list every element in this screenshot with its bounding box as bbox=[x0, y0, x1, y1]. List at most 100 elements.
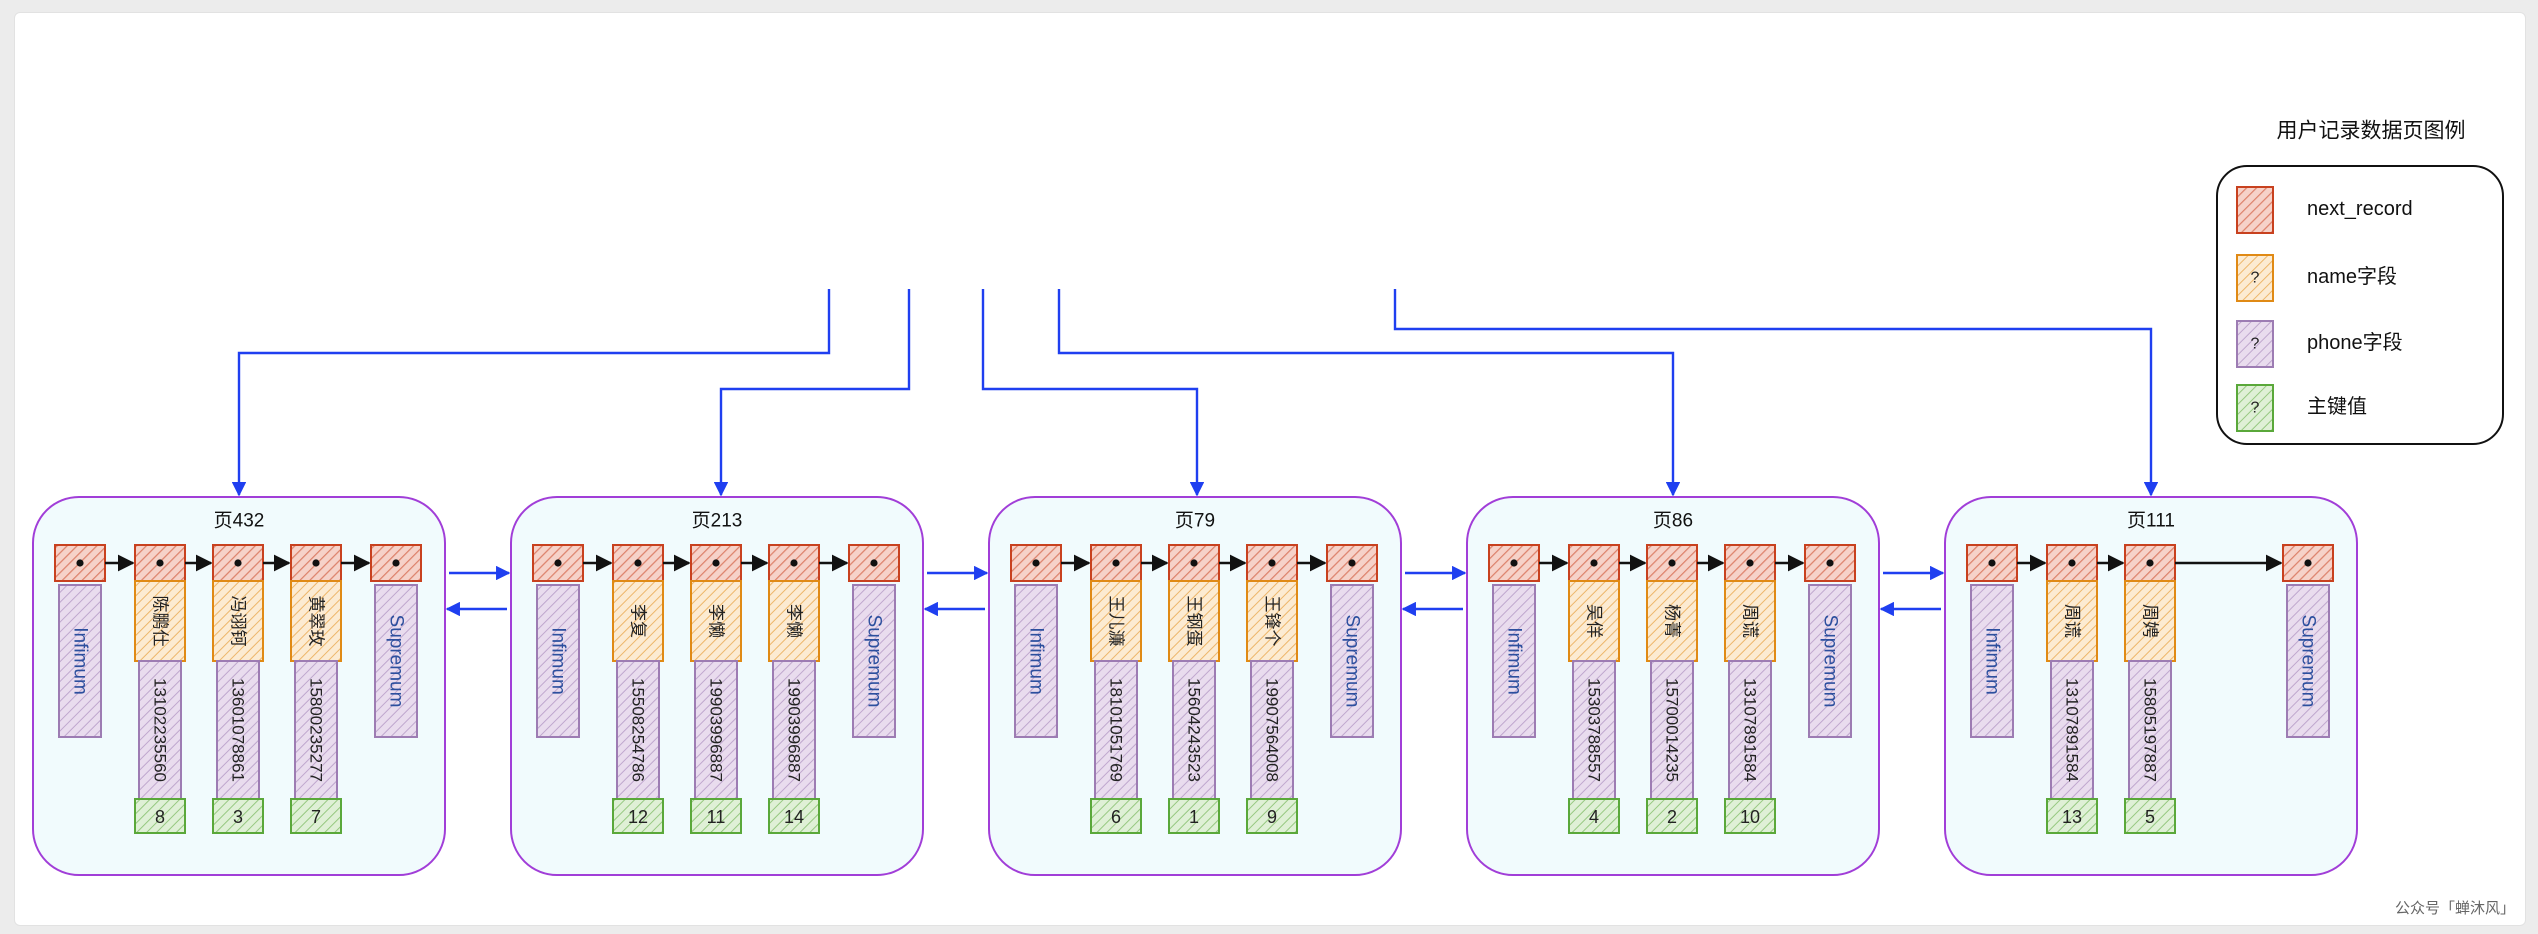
index-links bbox=[231, 289, 2159, 497]
next-record-pointer bbox=[1168, 544, 1220, 582]
watermark: 公众号「蝉沐风」 bbox=[2395, 900, 2515, 917]
data-page: 页86Infimum吴佯153037885574杨菁157000142352周谎… bbox=[1466, 496, 1880, 876]
pointer-dot bbox=[1826, 559, 1834, 567]
sentinel-record bbox=[536, 584, 580, 738]
sentinel-record bbox=[1014, 584, 1058, 738]
pointer-dot bbox=[1590, 559, 1598, 567]
name-field bbox=[1168, 580, 1220, 662]
name-field bbox=[1646, 580, 1698, 662]
legend-label: 主键值 bbox=[2307, 395, 2367, 418]
pointer-dot bbox=[634, 559, 642, 567]
legend-label: phone字段 bbox=[2307, 331, 2403, 354]
name-value: 王儿濂 bbox=[1107, 596, 1126, 647]
pointer-dot bbox=[312, 559, 320, 567]
pointer-dot bbox=[2146, 559, 2154, 567]
primary-key-value: 7 bbox=[311, 807, 321, 827]
sentinel-record bbox=[1808, 584, 1852, 738]
phone-field bbox=[2050, 660, 2094, 800]
infimum-label: Infimum bbox=[1026, 627, 1047, 695]
pointer-dot bbox=[712, 559, 720, 567]
primary-key bbox=[768, 798, 820, 834]
primary-key bbox=[612, 798, 664, 834]
name-field bbox=[612, 580, 664, 662]
supremum-label: Supremum bbox=[1342, 615, 1363, 708]
phone-value: 15800235277 bbox=[307, 678, 326, 782]
phone-value: 19903996887 bbox=[785, 678, 804, 782]
pointer-dot bbox=[1746, 559, 1754, 567]
phone-field bbox=[772, 660, 816, 800]
legend-swatch-key bbox=[2236, 384, 2274, 432]
pointer-dot bbox=[392, 559, 400, 567]
legend-glyph: ? bbox=[2251, 270, 2260, 287]
infimum-label: Infimum bbox=[1504, 627, 1525, 695]
pointer-dot bbox=[1348, 559, 1356, 567]
sentinel-record bbox=[374, 584, 418, 738]
legend-glyph: ? bbox=[2251, 336, 2260, 353]
legend-label: next_record bbox=[2307, 198, 2413, 220]
phone-value: 13601078861 bbox=[229, 678, 248, 782]
name-field bbox=[1246, 580, 1298, 662]
pointer-dot bbox=[2068, 559, 2076, 567]
pointer-dot bbox=[554, 559, 562, 567]
name-value: 冯诩钶 bbox=[229, 596, 248, 647]
infimum-label: Infimum bbox=[1982, 627, 2003, 695]
phone-value: 13102235560 bbox=[151, 678, 170, 782]
name-value: 陈鹏仕 bbox=[151, 596, 170, 647]
primary-key bbox=[2124, 798, 2176, 834]
data-page: 页111Infimum周谎1310789158413周娉158051978875… bbox=[1944, 496, 2358, 876]
phone-field bbox=[1172, 660, 1216, 800]
pointer-dot bbox=[1988, 559, 1996, 567]
name-value: 李懒 bbox=[707, 604, 726, 638]
primary-key-value: 8 bbox=[155, 807, 165, 827]
name-value: 王钢蛋 bbox=[1185, 596, 1204, 647]
primary-key-value: 13 bbox=[2062, 807, 2082, 827]
name-value: 黄翠玫 bbox=[307, 596, 326, 647]
name-field bbox=[1568, 580, 1620, 662]
infimum-label: Infimum bbox=[548, 627, 569, 695]
phone-field bbox=[294, 660, 338, 800]
name-value: 周谎 bbox=[1741, 604, 1760, 638]
name-field bbox=[2046, 580, 2098, 662]
name-value: 周娉 bbox=[2141, 604, 2160, 638]
data-page: 页432Infimum陈鹏仕131022355608冯诩钶13601078861… bbox=[32, 496, 446, 876]
sentinel-record bbox=[1492, 584, 1536, 738]
pointer-dot bbox=[1190, 559, 1198, 567]
phone-field bbox=[616, 660, 660, 800]
primary-key bbox=[134, 798, 186, 834]
name-field bbox=[690, 580, 742, 662]
primary-key bbox=[690, 798, 742, 834]
sentinel-record bbox=[1330, 584, 1374, 738]
primary-key-value: 11 bbox=[707, 807, 726, 827]
primary-key-value: 2 bbox=[1667, 807, 1677, 827]
data-page: 页213Infimum李复1550825478612李懒199039968871… bbox=[510, 496, 924, 876]
pointer-dot bbox=[870, 559, 878, 567]
name-value: 杨菁 bbox=[1663, 604, 1682, 638]
page-title: 页86 bbox=[1653, 511, 1693, 532]
legend-label: name字段 bbox=[2307, 265, 2397, 288]
name-value: 王锋个 bbox=[1263, 596, 1282, 647]
name-field bbox=[134, 580, 186, 662]
legend-swatch-pointer bbox=[2236, 186, 2274, 234]
supremum-label: Supremum bbox=[2298, 615, 2319, 708]
infimum-label: Infimum bbox=[70, 627, 91, 695]
primary-key-value: 9 bbox=[1267, 807, 1277, 827]
supremum-label: Supremum bbox=[1820, 615, 1841, 708]
phone-field bbox=[1728, 660, 1772, 800]
phone-field bbox=[2128, 660, 2172, 800]
primary-key bbox=[290, 798, 342, 834]
sentinel-record bbox=[1970, 584, 2014, 738]
primary-key bbox=[2046, 798, 2098, 834]
phone-field bbox=[1650, 660, 1694, 800]
primary-key-value: 3 bbox=[233, 807, 243, 827]
phone-field bbox=[216, 660, 260, 800]
page-title: 页79 bbox=[1175, 511, 1215, 532]
primary-key bbox=[1568, 798, 1620, 834]
phone-value: 15604243523 bbox=[1185, 678, 1204, 782]
primary-key-value: 5 bbox=[2145, 807, 2155, 827]
primary-key bbox=[1646, 798, 1698, 834]
legend-glyph: ? bbox=[2251, 400, 2260, 417]
name-value: 周谎 bbox=[2063, 604, 2082, 638]
legend-box bbox=[2216, 165, 2504, 445]
index-pointer-link bbox=[231, 289, 831, 497]
